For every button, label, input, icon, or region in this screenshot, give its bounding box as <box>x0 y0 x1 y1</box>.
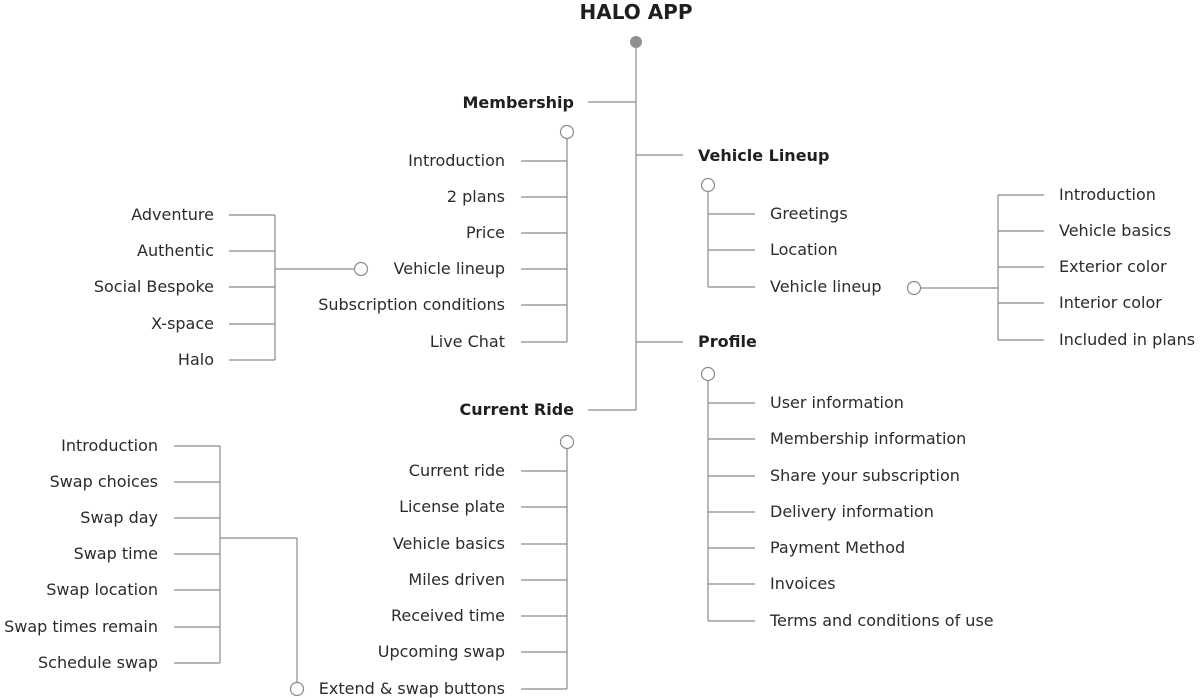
model-item: X-space <box>151 314 214 333</box>
model-item: Social Bespoke <box>94 277 214 296</box>
profile-item: Invoices <box>770 574 836 593</box>
vehicle-lineup-item: Vehicle lineup <box>770 277 881 296</box>
swap-child-item: Swap location <box>46 580 158 599</box>
model-item: Halo <box>178 350 214 369</box>
membership-item: 2 plans <box>447 187 505 206</box>
membership-item: Price <box>466 223 505 242</box>
current-ride-node <box>559 434 575 450</box>
model-item: Authentic <box>137 241 214 260</box>
swap-child-item: Introduction <box>61 436 158 455</box>
vehicle-lineup-node <box>700 177 716 193</box>
profile-item: User information <box>770 393 904 412</box>
profile-item: Delivery information <box>770 502 934 521</box>
current-ride-item: Miles driven <box>408 570 505 589</box>
section-profile: Profile <box>698 332 757 351</box>
current-ride-item: Upcoming swap <box>378 642 505 661</box>
current-ride-item: Received time <box>391 606 505 625</box>
section-membership: Membership <box>463 93 575 112</box>
membership-item: Live Chat <box>430 332 505 351</box>
root-node <box>630 36 642 48</box>
membership-item: Subscription conditions <box>318 295 505 314</box>
vl-child-item: Introduction <box>1059 185 1156 204</box>
section-current-ride: Current Ride <box>460 400 575 419</box>
membership-item: Introduction <box>408 151 505 170</box>
vehicle-lineup-item: Greetings <box>770 204 848 223</box>
profile-item: Payment Method <box>770 538 905 557</box>
profile-item: Share your subscription <box>770 466 960 485</box>
extend-swap-node <box>289 681 305 697</box>
swap-child-item: Swap choices <box>50 472 158 491</box>
vl-child-item: Included in plans <box>1059 330 1195 349</box>
vl-child-item: Exterior color <box>1059 257 1167 276</box>
model-item: Adventure <box>131 205 214 224</box>
vl-child-item: Interior color <box>1059 293 1162 312</box>
profile-item: Terms and conditions of use <box>769 611 994 630</box>
vl-child-item: Vehicle basics <box>1059 221 1171 240</box>
swap-child-item: Swap time <box>74 544 158 563</box>
section-vehicle-lineup: Vehicle Lineup <box>698 146 829 165</box>
current-ride-item: License plate <box>399 497 505 516</box>
membership-item: Vehicle lineup <box>394 259 505 278</box>
vehicle-lineup-item: Location <box>770 240 838 259</box>
current-ride-item: Current ride <box>409 461 505 480</box>
swap-child-item: Schedule swap <box>38 653 158 672</box>
app-title: HALO APP <box>579 0 692 24</box>
membership-vehicle-lineup-node <box>353 261 369 277</box>
membership-node <box>559 124 575 140</box>
profile-node <box>700 366 716 382</box>
vl-vehicle-lineup-node <box>906 280 922 296</box>
current-ride-item: Extend & swap buttons <box>319 679 505 698</box>
swap-child-item: Swap times remain <box>4 617 158 636</box>
profile-item: Membership information <box>770 429 966 448</box>
current-ride-item: Vehicle basics <box>393 534 505 553</box>
swap-child-item: Swap day <box>80 508 158 527</box>
